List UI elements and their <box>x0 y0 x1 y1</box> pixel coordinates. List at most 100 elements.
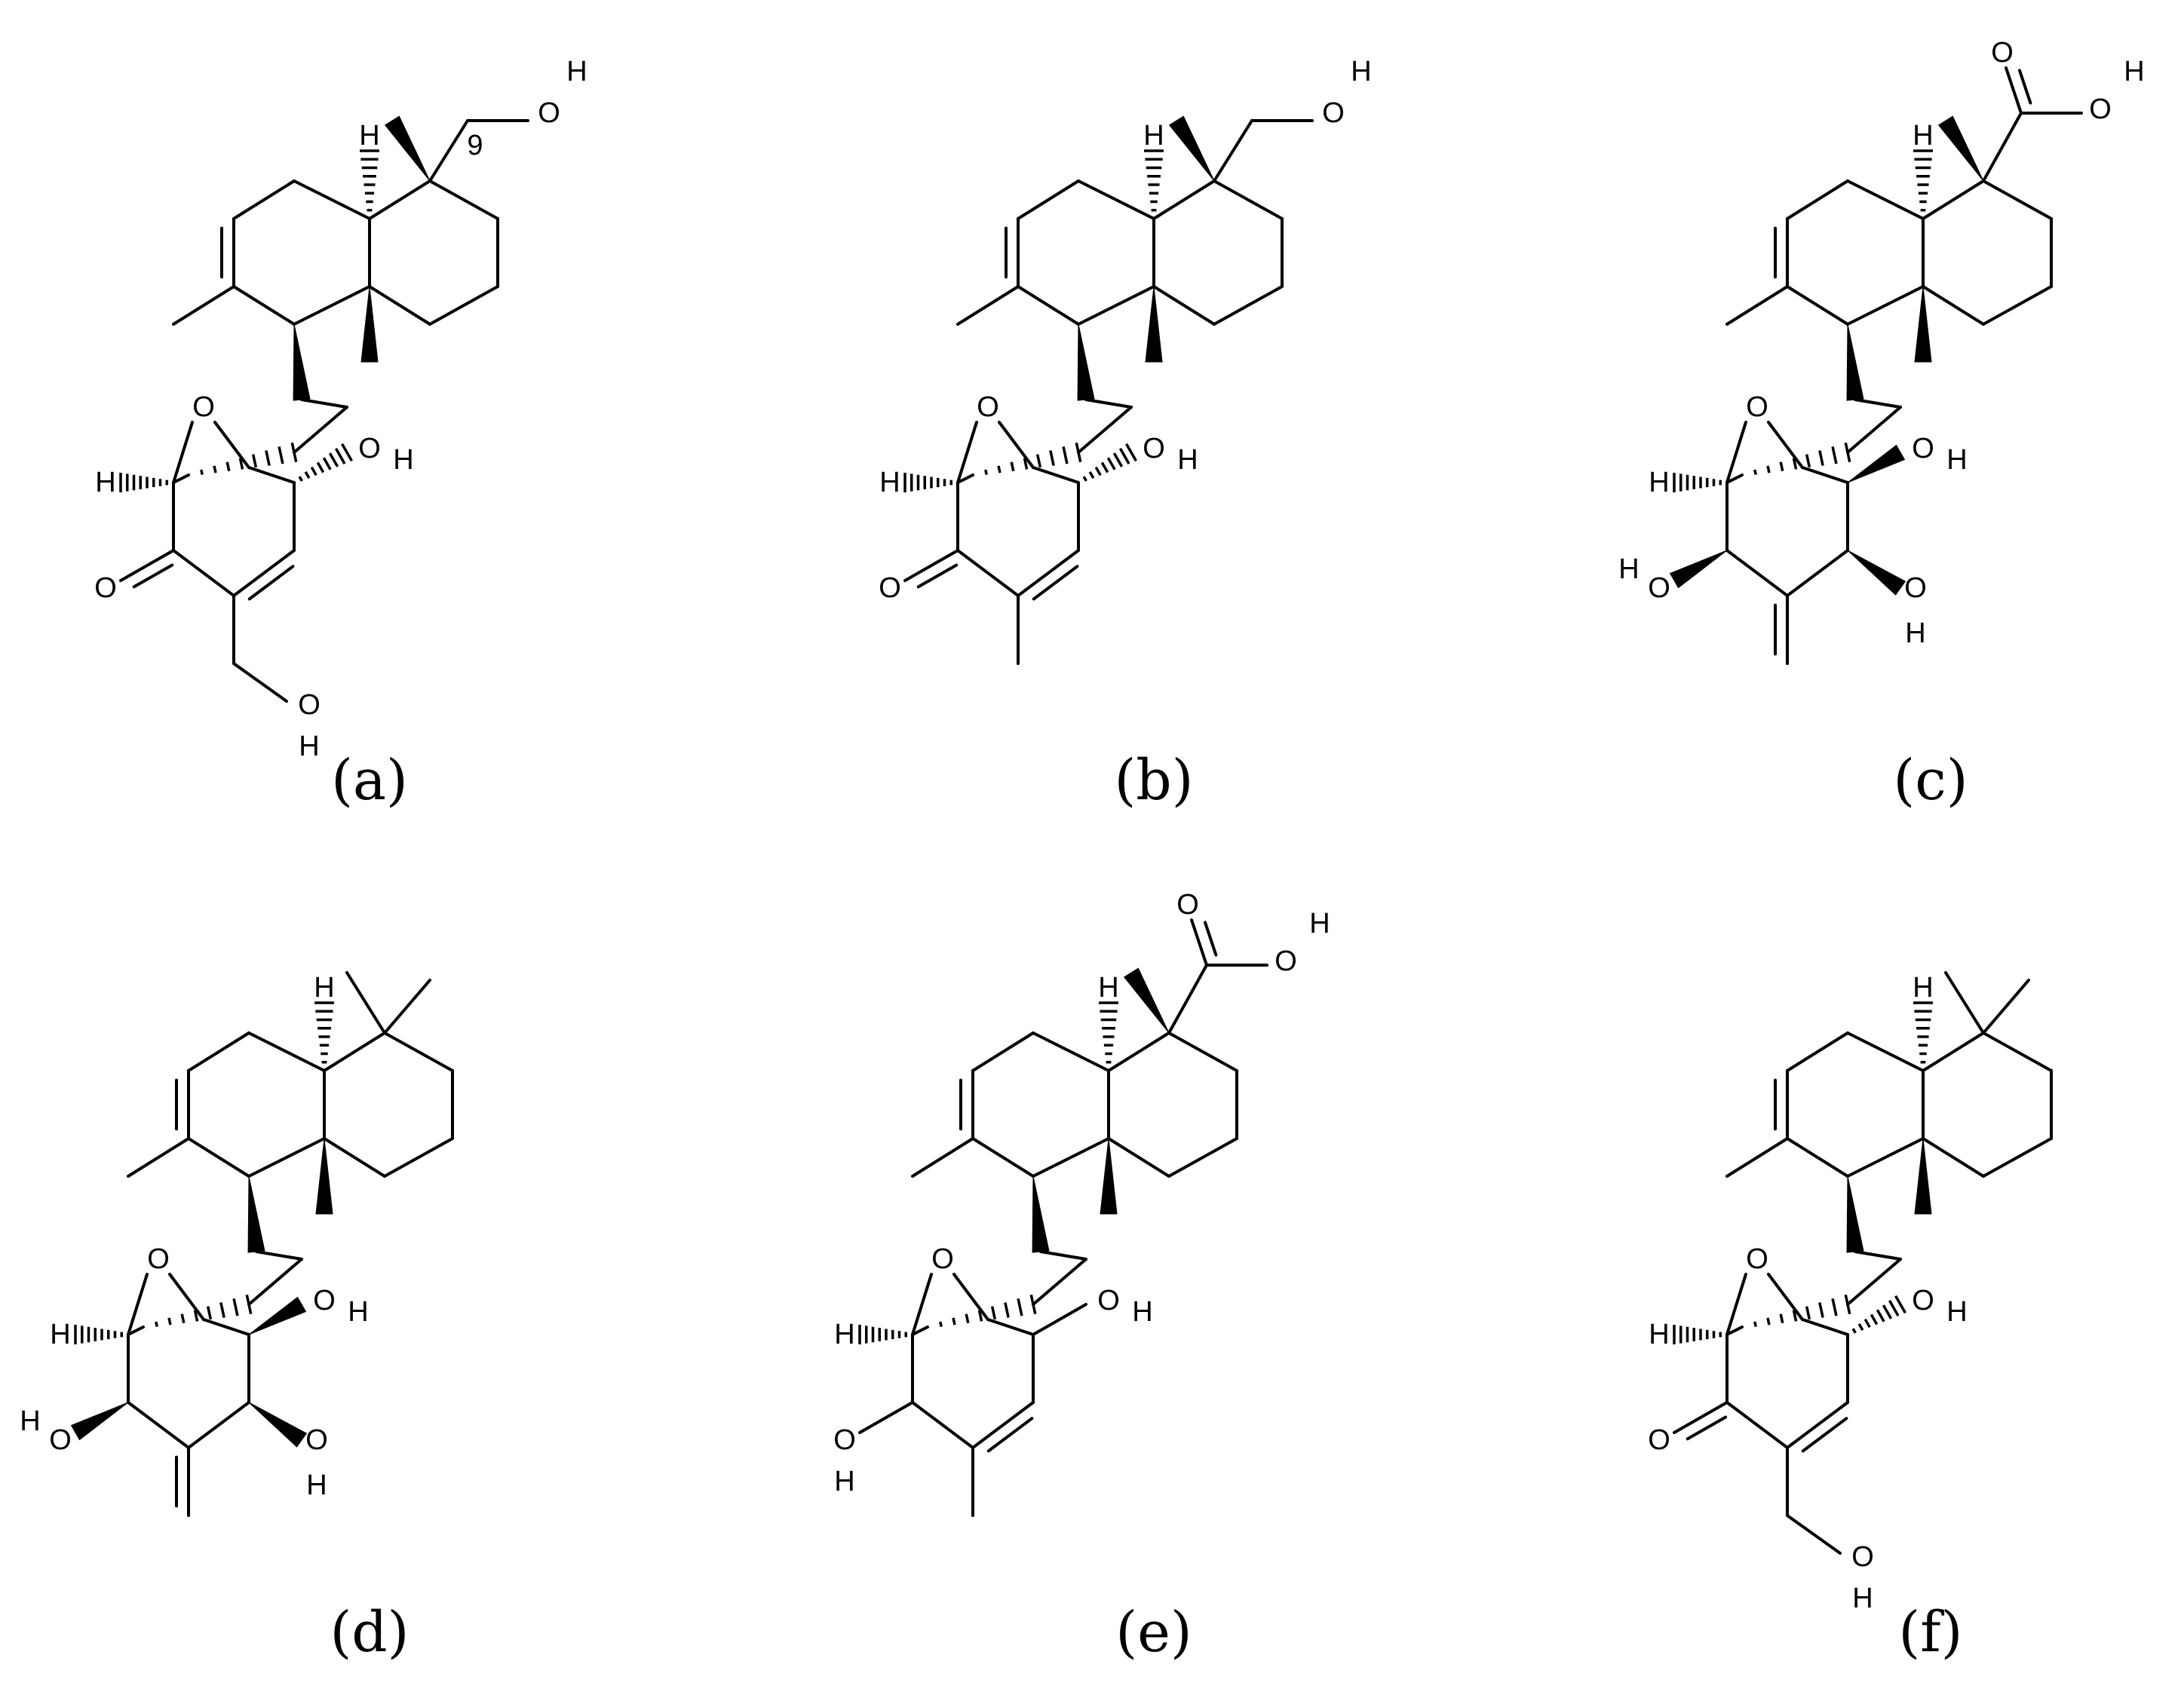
spiro-hashed-bond <box>225 461 231 472</box>
spiro-hashed-bond <box>1017 1298 1023 1316</box>
spiro-hashed-bond <box>1779 461 1784 472</box>
hydroxymethyl-bond <box>232 662 288 703</box>
ring-double-bond <box>1017 549 1080 597</box>
bond <box>187 1137 250 1178</box>
bond <box>1077 179 1155 220</box>
bond <box>368 285 431 326</box>
hydroxymethyl-bond <box>428 119 469 182</box>
hydroxyl-h-label: H <box>1905 618 1925 649</box>
side-chain-bond <box>1084 398 1133 409</box>
spiro-hashed-bond <box>265 450 271 466</box>
spiro-hashed-bond <box>1805 1306 1811 1320</box>
gem-methyl-bond <box>1982 979 2030 1034</box>
bond <box>1107 1137 1170 1178</box>
ketone-bond <box>132 563 174 589</box>
hydroxyl-hash <box>1118 448 1130 464</box>
side-chain-bond <box>1846 406 1902 454</box>
spiro-hashed-bond <box>1831 446 1838 464</box>
methyl-bond <box>127 1137 190 1178</box>
hydroxyl-hash <box>316 461 325 474</box>
hydroxyl-hash <box>1851 1328 1857 1334</box>
bond <box>383 1031 454 1072</box>
side-chain-bond <box>247 1258 303 1306</box>
spiro-hashed-bond <box>1035 454 1042 468</box>
spiro-hashed-bond <box>1844 442 1851 463</box>
ring-double-bond <box>232 549 296 597</box>
epoxide-bond <box>952 1273 989 1321</box>
hydroxyl-hash <box>1870 1313 1879 1326</box>
side-chain-wedge <box>1846 1175 1864 1253</box>
hydroxyl-wedge <box>1847 550 1906 596</box>
hydroxyl-h-label: H <box>834 1466 854 1497</box>
panel-caption-e: (e) <box>1115 1600 1192 1665</box>
spiro-hashed-bond <box>155 1321 158 1327</box>
bond <box>1846 179 1925 220</box>
epoxide-bond <box>956 421 978 484</box>
hydroxyl-hash <box>1882 1304 1893 1319</box>
epoxide-bond <box>172 421 194 484</box>
bond <box>323 1031 386 1072</box>
bond <box>323 1137 386 1178</box>
hm-o-label: O <box>298 689 321 721</box>
hydroxyl-hash <box>1100 461 1109 474</box>
bond <box>1786 549 1849 597</box>
spiro-hashed-bond <box>1818 1302 1824 1318</box>
hydroxyl-hash <box>1106 457 1116 470</box>
carbonyl-o-label: O <box>1991 37 2014 69</box>
bond <box>1152 285 1216 326</box>
spiro-hashed-bond <box>990 1306 997 1320</box>
bond <box>971 1137 1035 1178</box>
bond <box>1922 1137 1985 1178</box>
ring-double-bond <box>1786 1401 1849 1449</box>
bond <box>172 474 190 484</box>
bond <box>956 549 1020 597</box>
hydroxyl-wedge <box>248 1402 308 1448</box>
gem-methyl-bond <box>345 971 386 1034</box>
ketone-bond <box>1673 1401 1728 1434</box>
spiro-hashed-bond <box>180 1313 186 1324</box>
spiro-hashed-bond <box>251 454 258 468</box>
hydroxyl-hash <box>322 457 332 470</box>
carbonyl-bond <box>2005 66 2023 115</box>
carboxyl-bond <box>1167 964 1208 1034</box>
hydroxyl-o-label: O <box>1322 97 1345 129</box>
spiro-hashed-bond <box>206 1306 213 1320</box>
ring-double-bond <box>1032 565 1079 601</box>
ketone-o-label: O <box>1648 1424 1670 1456</box>
ring-double-bond <box>247 565 295 601</box>
spiro-hashed-bond <box>997 465 1002 474</box>
carbonyl-bond <box>2017 69 2032 105</box>
bond <box>1801 466 1849 484</box>
bond <box>1725 474 1744 484</box>
spiro-hashed-bond <box>1844 1294 1851 1315</box>
epoxide-bond <box>1725 1273 1747 1336</box>
bond <box>1786 179 1849 220</box>
spiro-hashed-bond <box>200 469 204 475</box>
spiro-hashed-bond <box>1792 458 1798 470</box>
hydroxyl-hash <box>1088 471 1095 479</box>
bond <box>911 1401 974 1449</box>
epoxide-bond <box>127 1273 149 1336</box>
hydroxyl-hash <box>1876 1309 1885 1322</box>
angular-methyl-wedge <box>315 1138 333 1215</box>
ring-oh-o-label: O <box>1143 433 1165 464</box>
epoxide-h-label: H <box>834 1319 854 1350</box>
hydroxyl-o-label: O <box>305 1424 328 1456</box>
spiro-hashed-bond <box>1004 1302 1010 1318</box>
hydroxyl-wedge <box>1669 550 1728 589</box>
hydroxyl-hash <box>1894 1295 1906 1314</box>
bond <box>187 1031 250 1072</box>
epoxide-h-label: H <box>50 1319 70 1350</box>
hydroxyl-hash <box>341 443 353 462</box>
spiro-hashed-bond <box>1792 1310 1798 1322</box>
side-chain-bond <box>1854 398 1902 409</box>
side-chain-bond <box>1032 1258 1087 1306</box>
bond <box>172 549 235 597</box>
junction-h-label: H <box>1098 972 1118 1004</box>
epoxide-h-label: H <box>95 467 115 498</box>
ring-double-bond <box>971 1401 1035 1449</box>
spiro-hashed-bond <box>952 1317 956 1326</box>
